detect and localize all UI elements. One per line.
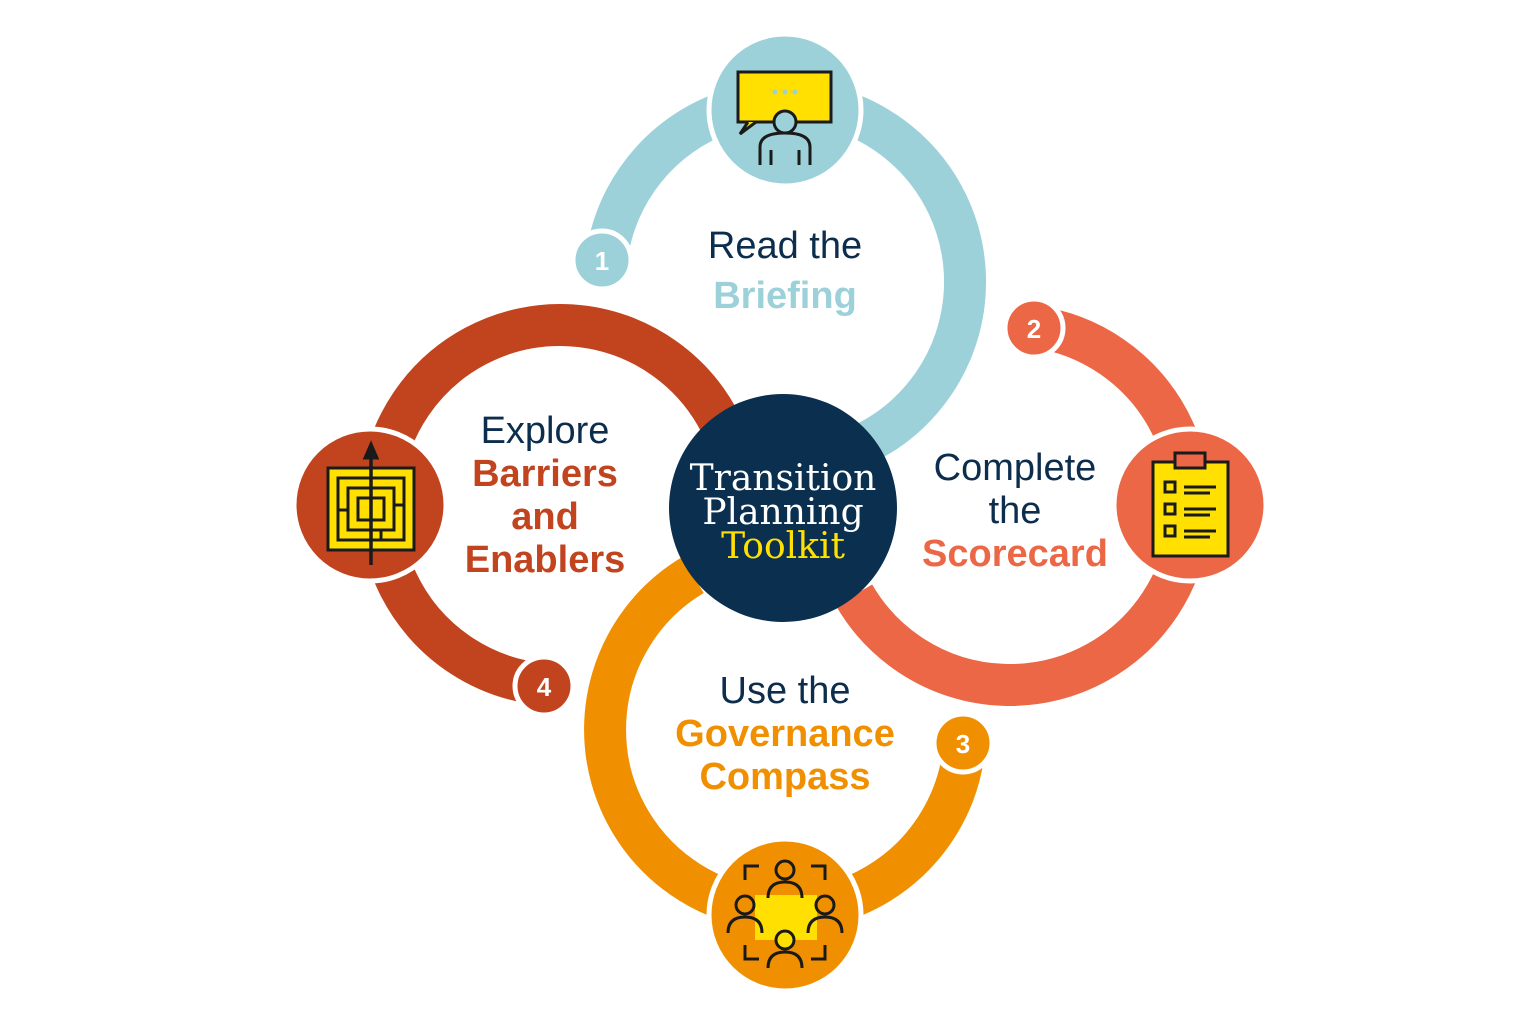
maze-icon — [326, 440, 416, 565]
scorecard-icon-circle — [1111, 426, 1269, 584]
ring-step-3 — [584, 556, 986, 931]
title-line-3: Toolkit — [721, 526, 845, 567]
team-group-icon — [726, 859, 844, 969]
briefing-icon-circle — [706, 31, 864, 189]
center-circle — [669, 394, 897, 622]
title-line-2: Planning — [702, 492, 864, 533]
step-2-prefix-2: the — [988, 490, 1042, 532]
step-1-label: Read the Briefing — [665, 225, 905, 318]
step-4-highlight-1: Barriers — [472, 453, 618, 495]
clipboard-checklist-icon — [1151, 451, 1230, 558]
step-2-prefix-1: Complete — [933, 447, 1097, 489]
barriers-icon-circle — [291, 426, 449, 584]
presenter-speech-bubble-icon — [736, 70, 833, 165]
svg-text:1: 1 — [595, 246, 609, 276]
step-1-badge: 1 — [570, 228, 634, 292]
compass-icon-circle — [706, 836, 864, 994]
center-title: Transition Planning Toolkit — [668, 458, 898, 567]
step-4-badge: 4 — [512, 654, 576, 718]
svg-text:3: 3 — [956, 729, 970, 759]
step-4-highlight-2: and — [511, 496, 579, 538]
step-2-highlight: Scorecard — [922, 533, 1108, 575]
step-3-label: Use the Governance Compass — [655, 670, 915, 799]
step-2-label: Complete the Scorecard — [905, 447, 1125, 576]
step-3-highlight-2: Compass — [699, 756, 871, 798]
title-line-1: Transition — [689, 458, 877, 499]
step-2-badge: 2 — [1002, 296, 1066, 360]
ring-step-4 — [359, 304, 740, 706]
step-4-highlight-3: Enablers — [464, 539, 626, 581]
svg-text:4: 4 — [537, 672, 552, 702]
step-3-highlight-1: Governance — [675, 713, 895, 755]
ring-step-1 — [585, 80, 987, 466]
svg-text:2: 2 — [1027, 314, 1041, 344]
step-3-badge: 3 — [931, 711, 995, 775]
step-1-prefix: Read the — [707, 225, 863, 267]
step-4-label: Explore Barriers and Enablers — [435, 410, 655, 582]
step-1-highlight: Briefing — [713, 275, 857, 317]
ring-step-2 — [835, 305, 1211, 706]
step-3-prefix: Use the — [719, 670, 851, 712]
step-4-prefix: Explore — [480, 410, 610, 452]
